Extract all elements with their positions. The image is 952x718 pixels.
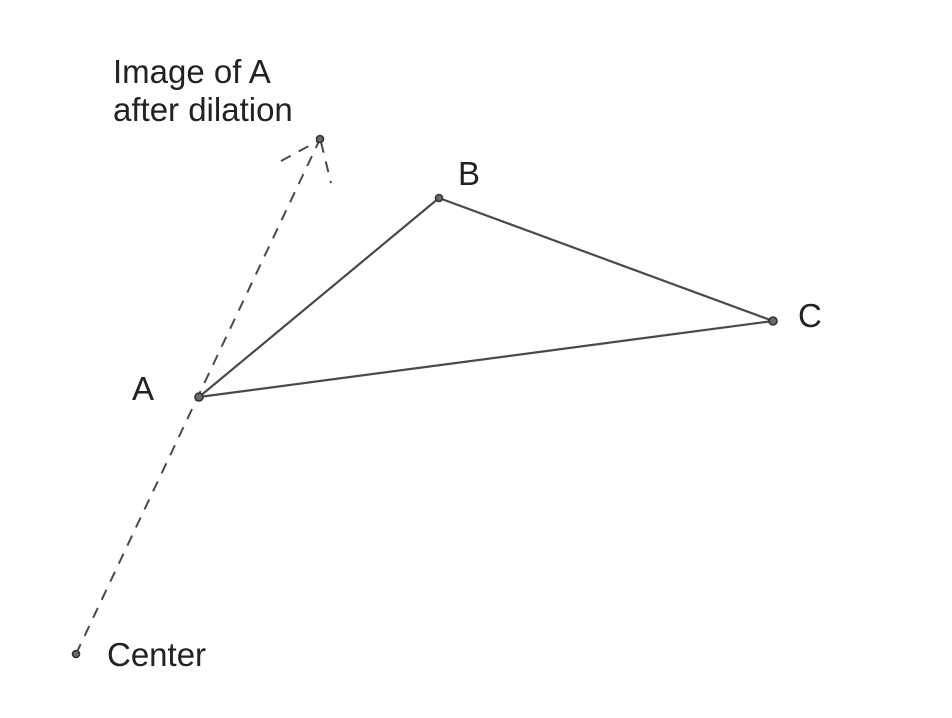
point-a-marker: [194, 392, 204, 402]
label-point-b: B: [458, 155, 480, 192]
segment-ab: [197, 196, 441, 399]
label-image-line1: Image of A: [113, 53, 271, 90]
segment-ac: [197, 319, 775, 399]
label-point-a: A: [132, 370, 154, 407]
point-center-marker: [71, 649, 81, 659]
label-point-c: C: [798, 297, 822, 334]
point-image-of-a: [315, 134, 325, 144]
segment-bc: [437, 196, 775, 323]
construction-mark-left: [280, 140, 319, 162]
point-c-marker: [768, 316, 778, 326]
point-b-marker: [434, 193, 444, 203]
label-center: Center: [107, 636, 206, 673]
label-image-line2: after dilation: [113, 91, 293, 128]
construction-mark-right: [320, 141, 332, 184]
